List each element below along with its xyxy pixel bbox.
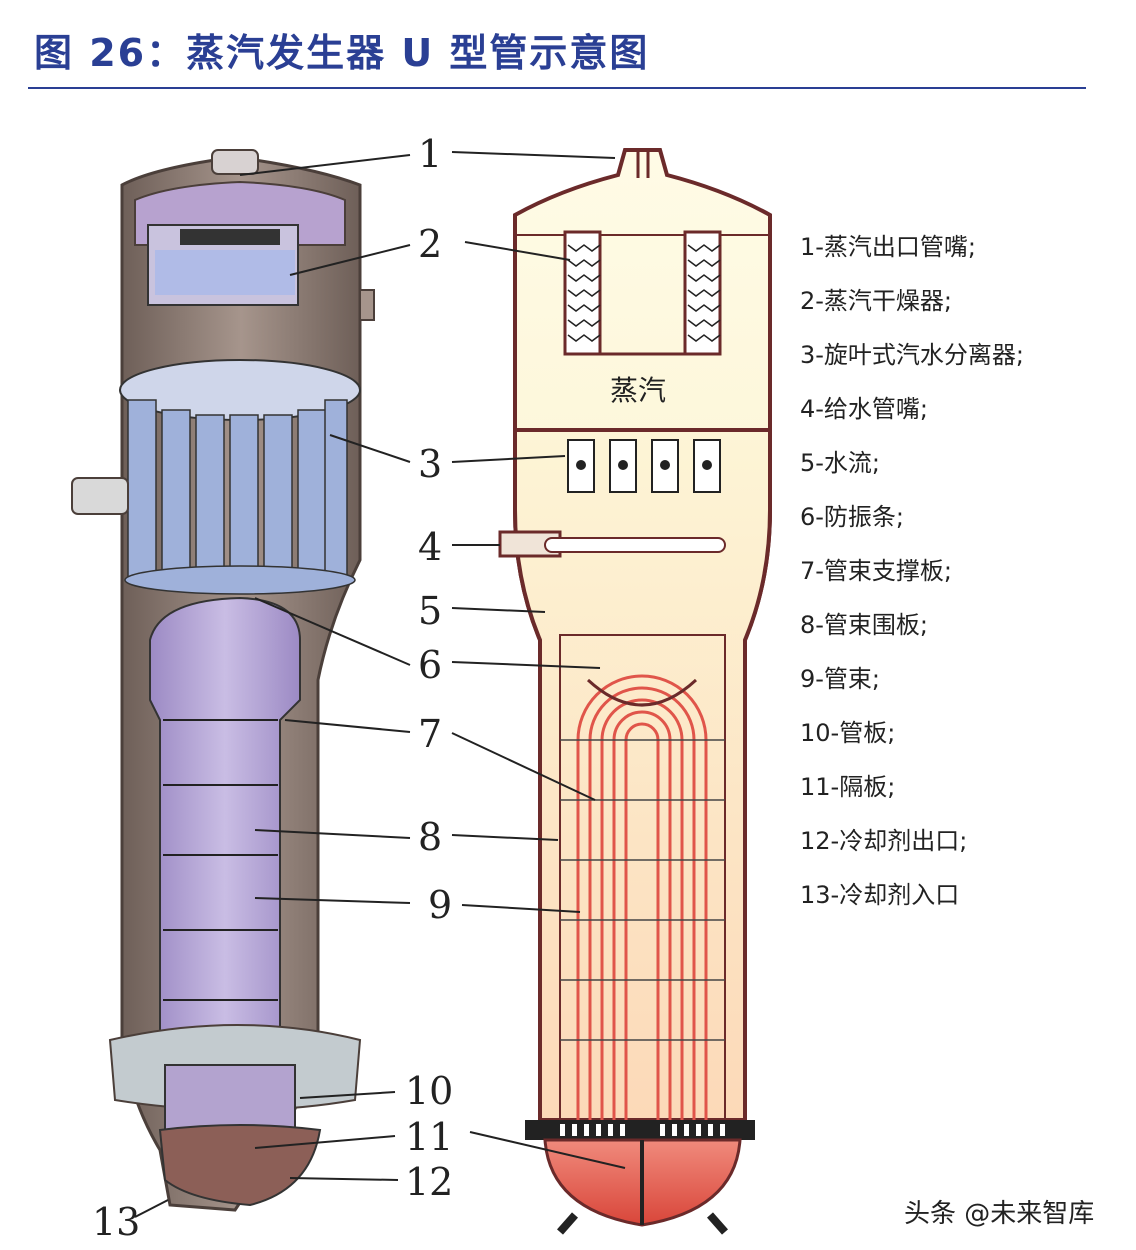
title-divider bbox=[28, 87, 1086, 89]
watermark: 头条 @未来智库 bbox=[904, 1199, 1095, 1229]
feedwater-ring bbox=[544, 537, 726, 553]
legend-item-3: 3-旋叶式汽水分离器; bbox=[800, 341, 1024, 369]
support-plates bbox=[163, 719, 278, 1001]
legend-item-8: 8-管束围板; bbox=[800, 611, 928, 639]
coolant-nozzle-left bbox=[557, 1212, 578, 1235]
u-tube-bundle bbox=[576, 674, 708, 1120]
callout-11: 11 bbox=[405, 1115, 453, 1159]
callout-13: 13 bbox=[92, 1200, 140, 1244]
dryer-glass bbox=[155, 250, 295, 295]
callout-6: 6 bbox=[418, 643, 442, 687]
callout-numbers: 1 2 3 4 5 6 7 8 9 10 11 12 13 bbox=[92, 132, 453, 1244]
legend-item-6: 6-防振条; bbox=[800, 503, 904, 531]
callout-10: 10 bbox=[405, 1069, 453, 1113]
callout-lines bbox=[134, 151, 626, 1218]
steam-outlet-nozzle bbox=[211, 149, 259, 175]
legend-item-9: 9-管束; bbox=[800, 665, 880, 693]
callout-7: 7 bbox=[418, 712, 442, 756]
callout-3: 3 bbox=[418, 442, 442, 486]
separator-deck-bottom bbox=[124, 565, 356, 595]
tube-wrapper bbox=[149, 596, 301, 1061]
callout-5: 5 bbox=[418, 589, 442, 633]
callout-12: 12 bbox=[405, 1160, 453, 1204]
separator-cylinders bbox=[127, 399, 348, 581]
callout-1: 1 bbox=[418, 132, 442, 176]
dryer-vanes bbox=[180, 229, 280, 245]
legend-item-11: 11-隔板; bbox=[800, 773, 895, 801]
legend-item-5: 5-水流; bbox=[800, 449, 880, 477]
callout-2: 2 bbox=[418, 222, 442, 266]
figure-title: 图 26：蒸汽发生器 U 型管示意图 bbox=[34, 31, 650, 75]
coolant-nozzle-right bbox=[707, 1212, 728, 1235]
legend-item-2: 2-蒸汽干燥器; bbox=[800, 287, 952, 315]
legend-item-7: 7-管束支撑板; bbox=[800, 557, 952, 585]
legend: 1-蒸汽出口管嘴; 2-蒸汽干燥器; 3-旋叶式汽水分离器; 4-给水管嘴; 5… bbox=[800, 233, 1024, 909]
tube-sheet-holes bbox=[560, 1124, 725, 1136]
callout-4: 4 bbox=[418, 525, 442, 569]
cutaway-view bbox=[71, 149, 375, 1212]
callout-8: 8 bbox=[418, 815, 442, 859]
tube-support-plates bbox=[560, 739, 725, 1041]
feedwater-nozzle-cutaway bbox=[71, 477, 129, 515]
legend-item-1: 1-蒸汽出口管嘴; bbox=[800, 233, 976, 261]
tube-plate-cutaway bbox=[164, 1064, 296, 1136]
callout-9: 9 bbox=[428, 883, 452, 927]
upper-side-nozzle bbox=[359, 289, 375, 321]
legend-item-13: 13-冷却剂入口 bbox=[800, 881, 959, 909]
legend-item-4: 4-给水管嘴; bbox=[800, 395, 928, 423]
legend-item-10: 10-管板; bbox=[800, 719, 895, 747]
steam-zone-label: 蒸汽 bbox=[610, 374, 666, 407]
dryer-chevrons bbox=[567, 244, 721, 342]
legend-item-12: 12-冷却剂出口; bbox=[800, 827, 967, 855]
schematic-view bbox=[498, 148, 772, 1235]
separator-swirl-icons bbox=[576, 460, 712, 470]
anti-vibration-bars bbox=[586, 678, 698, 707]
